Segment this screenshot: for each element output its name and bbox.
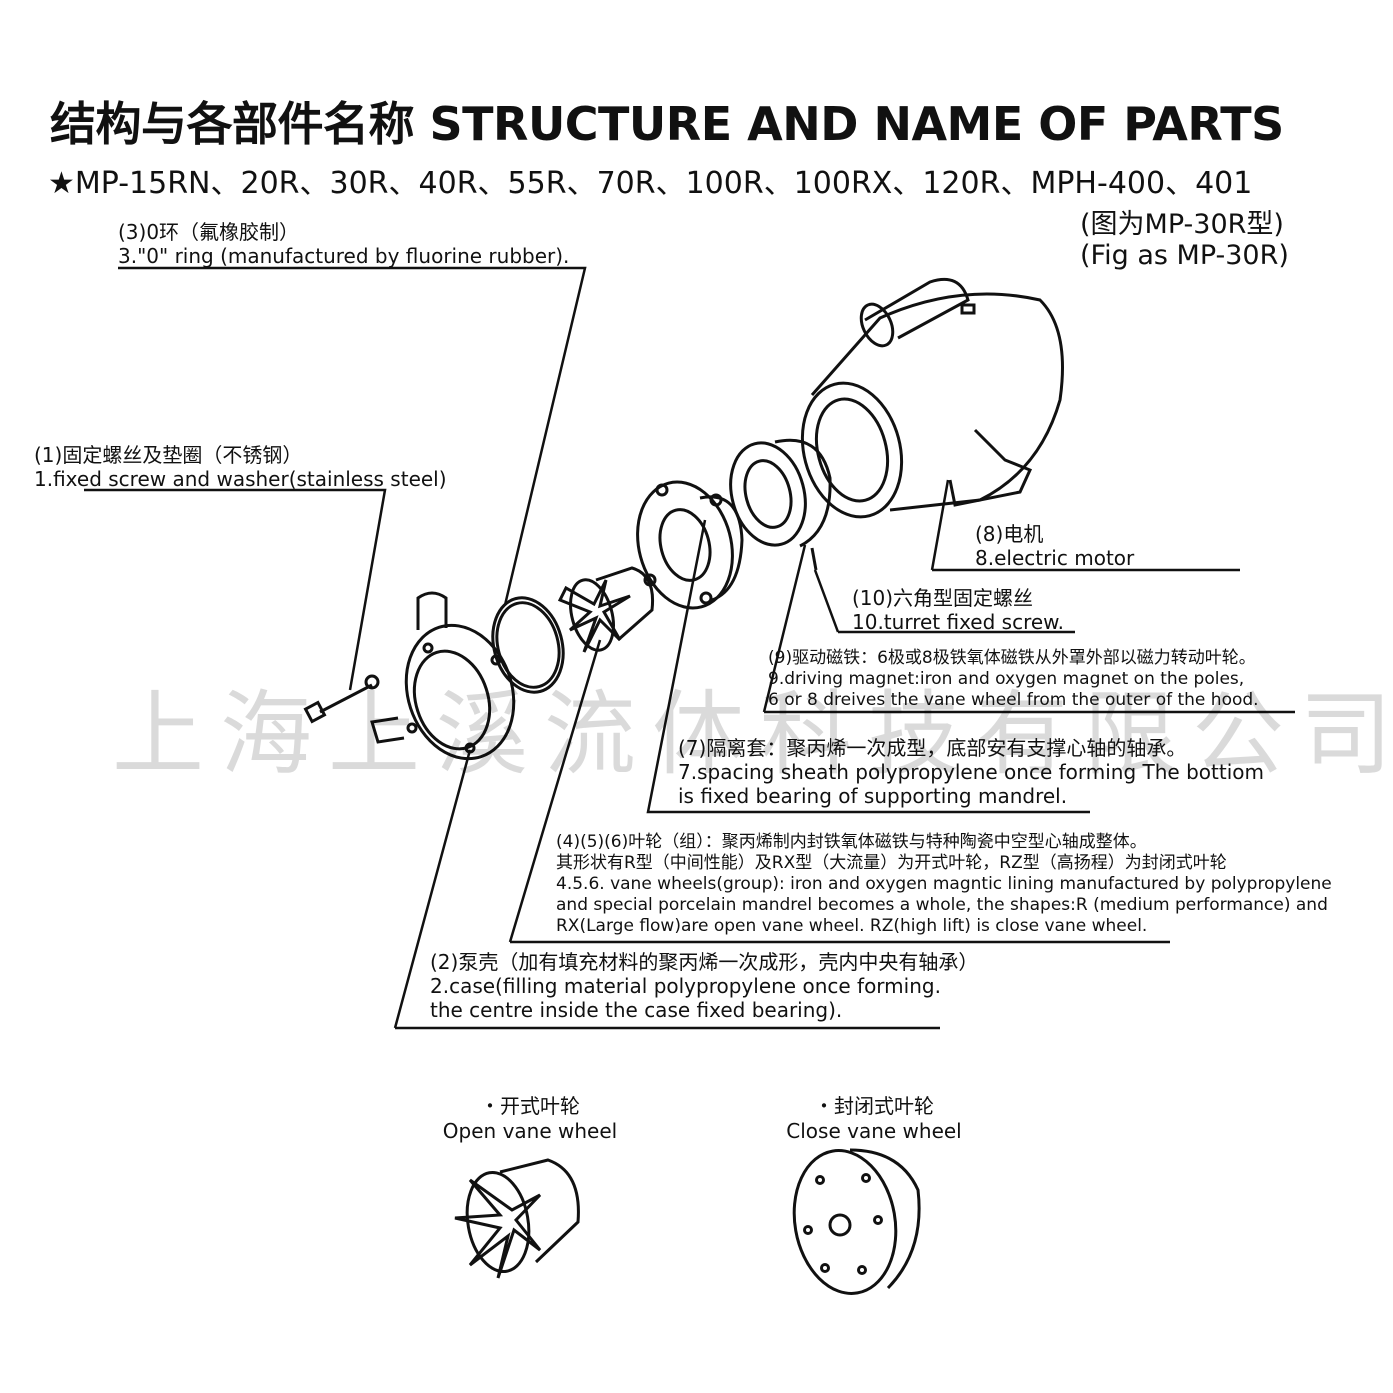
caption-close-en: Close vane wheel — [786, 1119, 962, 1143]
caption-open-en: Open vane wheel — [442, 1119, 618, 1143]
label-motor-en: 8.electric motor — [975, 546, 1135, 570]
label-spacing-sheath: (7)隔离套：聚丙烯一次成型，底部安有支撑心轴的轴承。 7.spacing sh… — [678, 736, 1264, 808]
leader-motor — [930, 479, 1240, 572]
label-turret-screw: (10)六角型固定螺丝 10.turret fixed screw. — [852, 586, 1064, 634]
impeller-part — [557, 566, 655, 653]
label-driving-magnet-cn: (9)驱动磁铁：6极或8极铁氧体磁铁从外罩外部以磁力转动叶轮。 — [768, 648, 1256, 668]
leader-vane-wheels — [508, 639, 1170, 944]
page-title: 结构与各部件名称 STRUCTURE AND NAME OF PARTS — [50, 97, 1284, 151]
label-vane-wheels-en1: 4.5.6. vane wheels(group): iron and oxyg… — [556, 874, 1332, 894]
label-turret-screw-en: 10.turret fixed screw. — [852, 610, 1065, 634]
leader-driving-magnet — [762, 544, 1295, 714]
label-vane-wheels-en3: RX(Large flow)are open vane wheel. RZ(hi… — [556, 916, 1148, 936]
label-vane-wheels-en2: and special porcelain mandrel becomes a … — [556, 895, 1328, 915]
label-vane-wheels-cn2: 其形状有R型（中间性能）及RX型（大流量）为开式叶轮，RZ型（高扬程）为封闭式叶… — [556, 853, 1227, 873]
open-vane-wheel-drawing — [454, 1158, 580, 1279]
label-driving-magnet: (9)驱动磁铁：6极或8极铁氧体磁铁从外罩外部以磁力转动叶轮。 9.drivin… — [768, 648, 1259, 711]
figure-note-en: (Fig as MP-30R) — [1080, 240, 1289, 271]
electric-motor-part — [800, 277, 1064, 519]
label-turret-screw-cn: (10)六角型固定螺丝 — [852, 586, 1034, 610]
driving-magnet-part — [729, 438, 832, 571]
label-case-en2: the centre inside the case fixed bearing… — [430, 998, 843, 1022]
leader-turret-screw — [813, 569, 1075, 634]
caption-close-cn: ・封闭式叶轮 — [814, 1094, 934, 1118]
label-o-ring-cn: (3)0环（氟橡胶制） — [118, 220, 300, 244]
caption-open-vane-wheel: ・开式叶轮 Open vane wheel — [435, 1094, 625, 1144]
o-ring-part — [491, 596, 565, 694]
fixed-screw-part — [303, 674, 380, 724]
caption-open-cn: ・开式叶轮 — [480, 1094, 580, 1118]
label-case-en1: 2.case(filling material polypropylene on… — [430, 974, 941, 998]
label-motor: (8)电机 8.electric motor — [975, 522, 1134, 570]
pump-case-part — [370, 591, 516, 761]
leader-o-ring — [118, 266, 587, 606]
label-fixed-screw-cn: (1)固定螺丝及垫圈（不锈钢） — [34, 443, 303, 467]
label-case: (2)泵壳（加有填充材料的聚丙烯一次成形，壳内中央有轴承） 2.case(fil… — [430, 950, 978, 1022]
caption-close-vane-wheel: ・封闭式叶轮 Close vane wheel — [776, 1094, 972, 1144]
label-driving-magnet-en1: 9.driving magnet:iron and oxygen magnet … — [768, 669, 1245, 689]
label-fixed-screw: (1)固定螺丝及垫圈（不锈钢） 1.fixed screw and washer… — [34, 443, 447, 491]
label-o-ring: (3)0环（氟橡胶制） 3."0" ring (manufactured by … — [118, 220, 569, 268]
label-spacing-sheath-en2: is fixed bearing of supporting mandrel. — [678, 784, 1068, 808]
label-spacing-sheath-cn: (7)隔离套：聚丙烯一次成型，底部安有支撑心轴的轴承。 — [678, 736, 1187, 760]
leader-case — [393, 749, 940, 1030]
model-list: ★MP-15RN、20R、30R、40R、55R、70R、100R、100RX、… — [48, 166, 1253, 201]
label-case-cn: (2)泵壳（加有填充材料的聚丙烯一次成形，壳内中央有轴承） — [430, 950, 979, 974]
label-fixed-screw-en: 1.fixed screw and washer(stainless steel… — [34, 467, 447, 491]
leader-spacing-sheath — [646, 519, 1090, 814]
watermark: 上海上溪流体科技有限公司 — [112, 681, 1393, 788]
spacing-sheath-part — [636, 480, 744, 610]
label-o-ring-en: 3."0" ring (manufactured by fluorine rub… — [118, 244, 570, 268]
close-vane-wheel-drawing — [792, 1148, 921, 1295]
label-motor-cn: (8)电机 — [975, 522, 1044, 546]
label-vane-wheels: (4)(5)(6)叶轮（组）：聚丙烯制内封铁氧体磁铁与特种陶瓷中空型心轴成整体。… — [556, 832, 1332, 937]
label-spacing-sheath-en1: 7.spacing sheath polypropylene once form… — [678, 760, 1264, 784]
label-vane-wheels-cn1: (4)(5)(6)叶轮（组）：聚丙烯制内封铁氧体磁铁与特种陶瓷中空型心轴成整体。 — [556, 832, 1147, 852]
label-driving-magnet-en2: 6 or 8 dreives the vane wheel from the o… — [768, 690, 1259, 710]
leader-fixed-screw — [84, 488, 387, 691]
figure-note-cn: (图为MP-30R型) — [1080, 209, 1284, 240]
